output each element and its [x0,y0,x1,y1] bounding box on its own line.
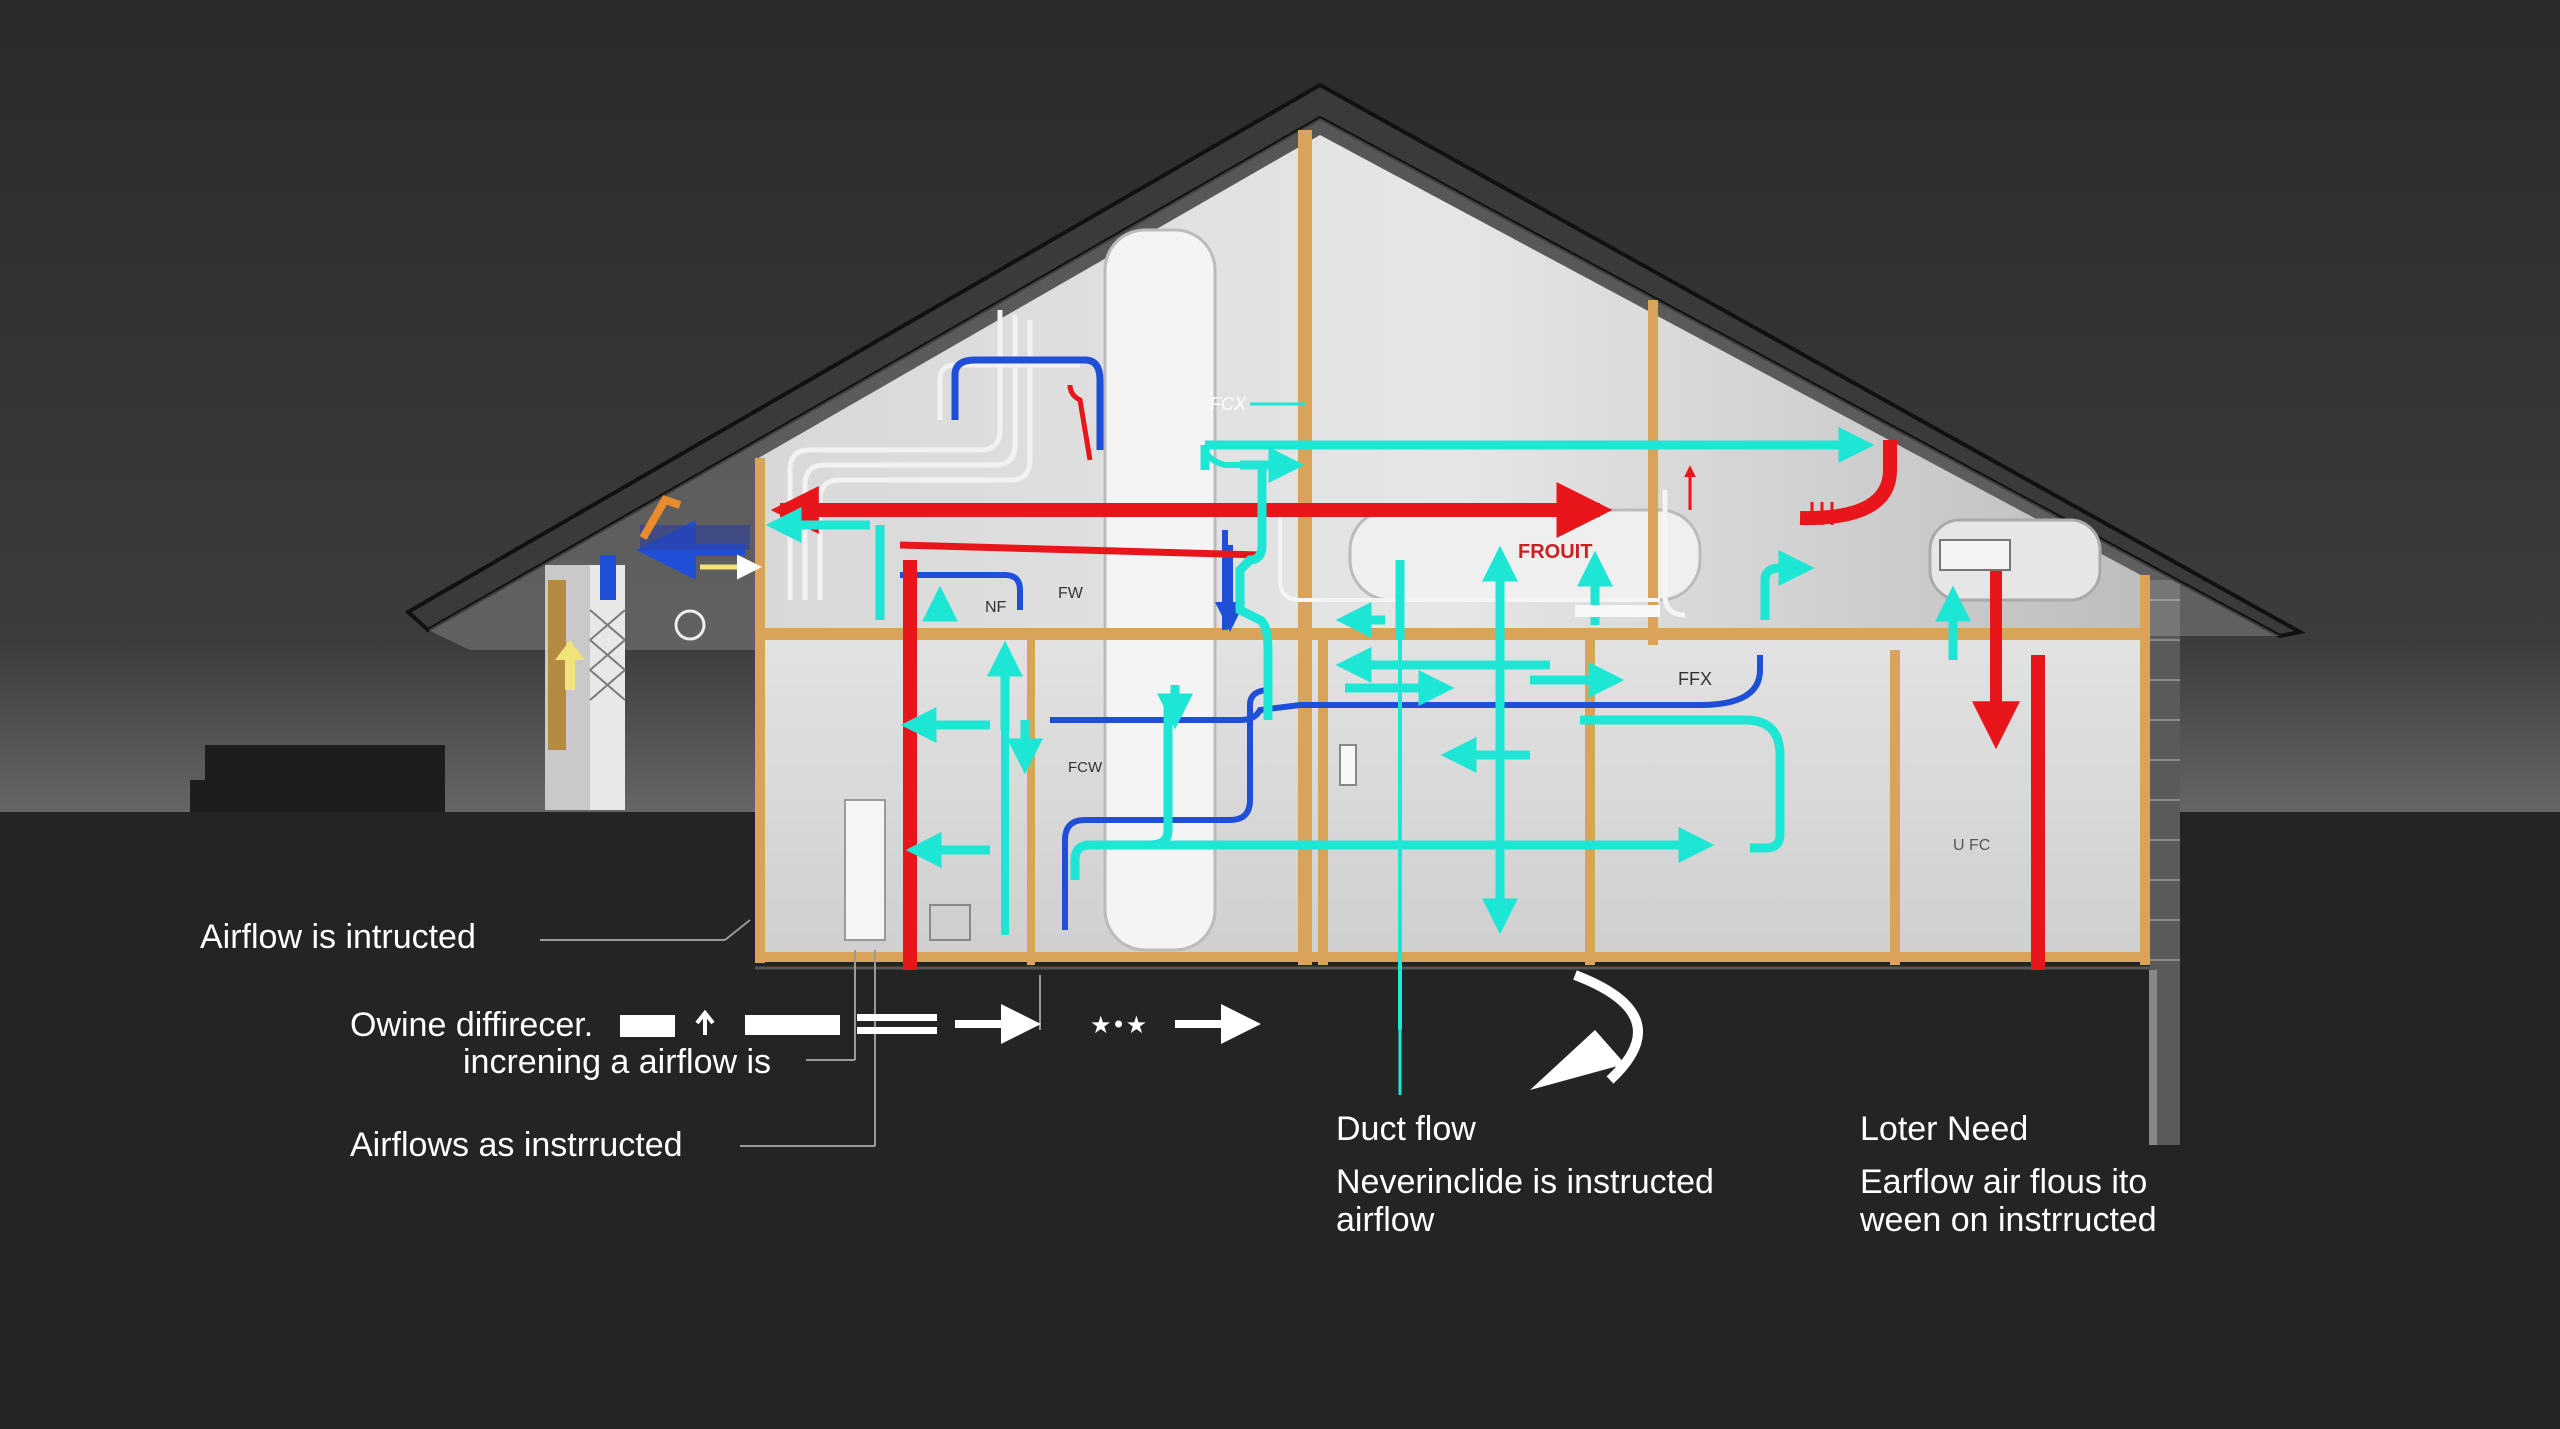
exhaust-up-arrow [555,640,585,690]
label-fw: FW [1058,585,1084,602]
loter-need-text-line-2: ween on instrructed [1860,1201,2157,1239]
duct-flow-title: Duct flow [1336,1110,1476,1148]
label-fcx: FCX [1210,394,1247,414]
loter-need-title: Loter Need [1860,1110,2029,1148]
legend-bar-1 [620,1015,675,1037]
roof [404,82,2306,639]
callout-airflow-instructed: Airflow is intructed [200,918,476,956]
legend-up-arrow [695,1009,715,1035]
label-nf: NF [985,599,1007,616]
legend-row [620,1004,1261,1044]
label-ffx: FFX [1678,669,1712,689]
label-fcw: FCW [1068,759,1103,776]
legend-stars: ★•★ [1090,1011,1147,1039]
timber-frame [755,130,2150,965]
garage-block [205,745,445,812]
label-ufc: U FC [1953,837,1990,854]
duct-flow-text-line-2: airflow [1336,1201,1435,1239]
duct-flow-text-line-1: Neverinclide is instructed [1336,1163,1714,1201]
legend-bar-3 [857,1014,937,1021]
loter-need-text-line-1: Earflow air flous ito [1860,1163,2148,1201]
callout-increning-airflow: increning a airflow is [463,1043,772,1081]
cyan-airflow-arrows [765,427,1971,1030]
label-froult: FROUIT [1518,541,1592,563]
blue-return-top [951,356,1104,450]
callout-airflows-as-instructed: Airflows as instrructed [350,1126,683,1164]
legend-bar-2 [745,1015,840,1035]
central-duct [1103,228,1217,952]
curved-return-arrow [1573,970,1643,1084]
callout-owine-diffirecer: Owine diffirecer. [350,1006,594,1044]
